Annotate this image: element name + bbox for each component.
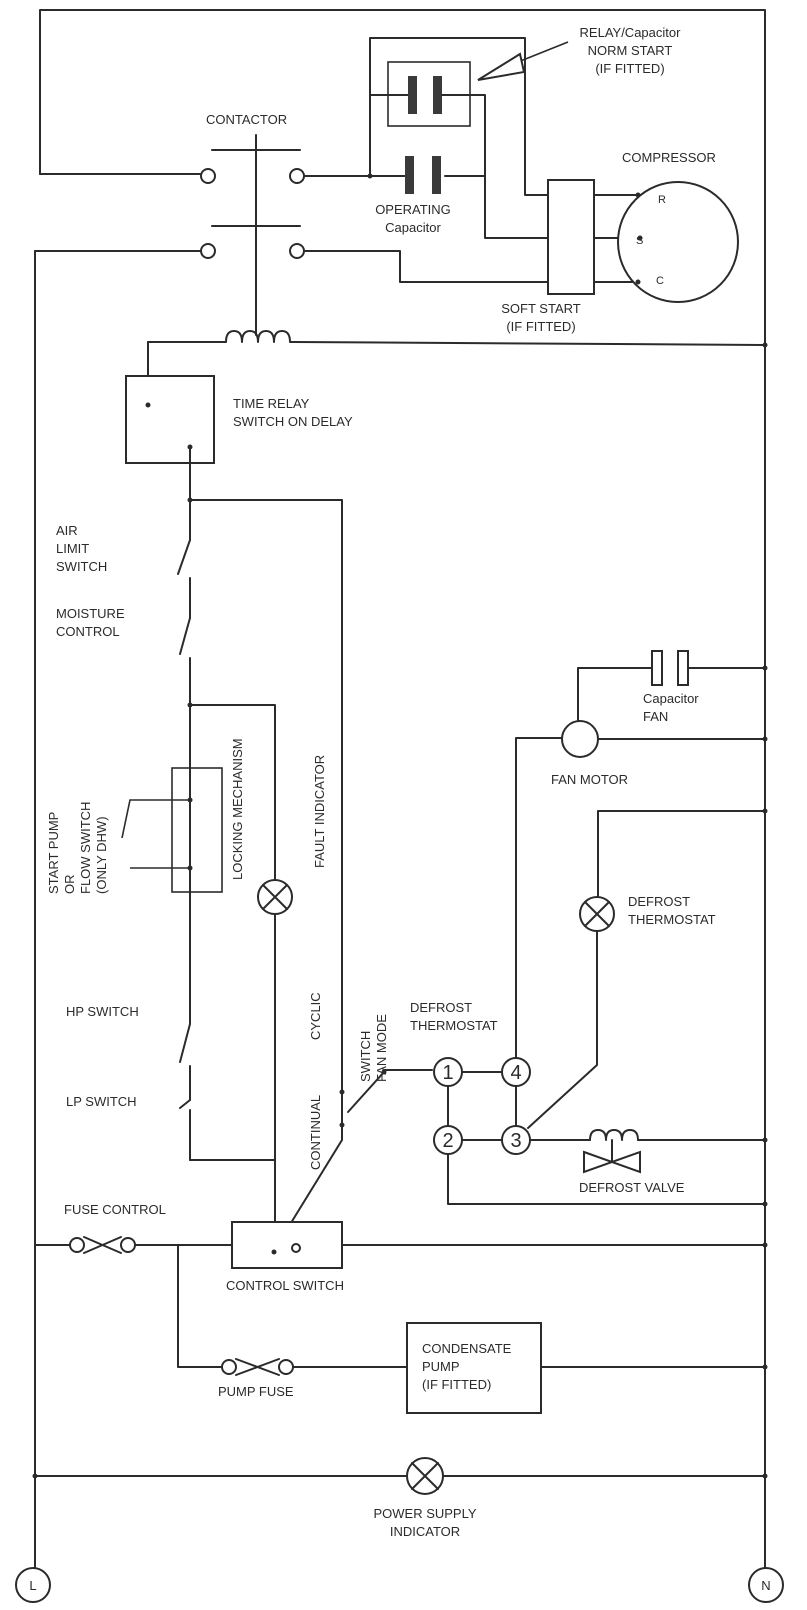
defrost-thermostat-lamp-label-2: THERMOSTAT bbox=[628, 912, 716, 927]
contactor bbox=[200, 134, 305, 336]
cyclic-label: CYCLIC bbox=[308, 992, 323, 1040]
start-pump-label-3: FLOW SWITCH bbox=[78, 802, 93, 894]
compressor-terminal-s: S bbox=[636, 235, 643, 247]
fuse-control-label: FUSE CONTROL bbox=[64, 1202, 166, 1217]
compressor-terminal-c: C bbox=[656, 275, 664, 287]
switch-fan-mode-label-1: SWITCH bbox=[358, 1031, 373, 1082]
time-relay bbox=[125, 375, 215, 464]
condensate-pump-label-1: CONDENSATE bbox=[422, 1341, 512, 1356]
air-limit-switch-label-1: AIR bbox=[56, 523, 78, 538]
compressor-circuit: CONTACTOR RELAY/Capacitor NORM START (IF… bbox=[34, 9, 766, 1569]
fan-motor-label: FAN MOTOR bbox=[551, 772, 628, 787]
fan-defrost-circuit: DEFROST THERMOSTAT 1 4 2 3 Ca bbox=[410, 650, 766, 1205]
svg-text:L: L bbox=[29, 1578, 36, 1593]
supply-circuit: FUSE CONTROL CONTROL SWITCH PUMP FUSE CO… bbox=[15, 173, 784, 1603]
moisture-control-switch bbox=[179, 617, 191, 706]
moisture-control-label-1: MOISTURE bbox=[56, 606, 125, 621]
air-limit-switch-label-3: SWITCH bbox=[56, 559, 107, 574]
defrost-valve-label: DEFROST VALVE bbox=[579, 1180, 685, 1195]
thermostat-terminal-4: 4 bbox=[501, 1057, 531, 1087]
thermostat-terminal-3: 3 bbox=[501, 1125, 531, 1155]
live-terminal: L bbox=[15, 1567, 51, 1603]
lp-switch bbox=[179, 1099, 191, 1161]
start-pump-label-2: OR bbox=[62, 875, 77, 895]
control-ladder: TIME RELAY SWITCH ON DELAY AIR LIMIT SWI… bbox=[46, 341, 433, 1251]
continual-label: CONTINUAL bbox=[308, 1095, 323, 1170]
relay-capacitor-label-2: NORM START bbox=[588, 43, 673, 58]
svg-text:1: 1 bbox=[442, 1062, 453, 1084]
thermostat-terminal-1: 1 bbox=[433, 1057, 463, 1087]
relay-pointer-arrow bbox=[477, 41, 569, 81]
compressor-terminal-r: R bbox=[658, 194, 666, 206]
fuse-control bbox=[69, 1236, 136, 1254]
soft-start bbox=[547, 179, 595, 295]
neutral-terminal: N bbox=[748, 1567, 784, 1603]
contactor-label: CONTACTOR bbox=[206, 112, 287, 127]
hp-switch bbox=[179, 1023, 191, 1101]
svg-text:N: N bbox=[761, 1578, 770, 1593]
power-supply-indicator-lamp bbox=[406, 1457, 444, 1495]
operating-capacitor-label-1: OPERATING bbox=[375, 202, 451, 217]
condensate-pump-label-2: PUMP bbox=[422, 1359, 460, 1374]
defrost-thermostat-lamp bbox=[579, 896, 615, 932]
svg-text:3: 3 bbox=[510, 1130, 521, 1152]
soft-start-label-2: (IF FITTED) bbox=[506, 319, 575, 334]
compressor: R S C bbox=[617, 181, 739, 303]
start-pump-label-4: (ONLY DHW) bbox=[94, 816, 109, 894]
pump-fuse-label: PUMP FUSE bbox=[218, 1384, 294, 1399]
time-relay-label-2: SWITCH ON DELAY bbox=[233, 414, 353, 429]
thermostat-terminal-2: 2 bbox=[433, 1125, 463, 1155]
start-pump-label-1: START PUMP bbox=[46, 812, 61, 894]
svg-text:2: 2 bbox=[442, 1130, 453, 1152]
fan-capacitor-label-1: Capacitor bbox=[643, 691, 699, 706]
operating-capacitor-label-2: Capacitor bbox=[385, 220, 441, 235]
air-limit-switch bbox=[177, 539, 191, 619]
lp-switch-label: LP SWITCH bbox=[66, 1094, 137, 1109]
switch-fan-mode-label-2: FAN MODE bbox=[374, 1014, 389, 1082]
contactor-coil bbox=[209, 330, 295, 343]
defrost-thermostat-terminals-label-2: THERMOSTAT bbox=[410, 1018, 498, 1033]
control-switch-label: CONTROL SWITCH bbox=[226, 1278, 344, 1293]
condensate-pump bbox=[406, 1322, 542, 1414]
fan-capacitor bbox=[651, 650, 689, 686]
locking-mechanism bbox=[171, 767, 223, 893]
fault-indicator-lamp bbox=[257, 879, 293, 915]
power-supply-indicator-label-1: POWER SUPPLY bbox=[373, 1506, 476, 1521]
fan-capacitor-label-2: FAN bbox=[643, 709, 668, 724]
power-supply-indicator-label-2: INDICATOR bbox=[390, 1524, 460, 1539]
air-limit-switch-label-2: LIMIT bbox=[56, 541, 89, 556]
operating-capacitor bbox=[405, 156, 441, 194]
relay-capacitor-label-1: RELAY/Capacitor bbox=[580, 25, 682, 40]
time-relay-label-1: TIME RELAY bbox=[233, 396, 310, 411]
start-pump-switch bbox=[121, 799, 190, 869]
pump-fuse bbox=[221, 1358, 294, 1376]
fault-indicator-label: FAULT INDICATOR bbox=[312, 755, 327, 868]
svg-text:4: 4 bbox=[510, 1062, 521, 1084]
control-switch bbox=[231, 1221, 343, 1269]
moisture-control-label-2: CONTROL bbox=[56, 624, 120, 639]
defrost-thermostat-lamp-label-1: DEFROST bbox=[628, 894, 690, 909]
defrost-thermostat-terminals-label-1: DEFROST bbox=[410, 1000, 472, 1015]
locking-mechanism-label: LOCKING MECHANISM bbox=[230, 738, 245, 880]
condensate-pump-label-3: (IF FITTED) bbox=[422, 1377, 491, 1392]
compressor-label: COMPRESSOR bbox=[622, 150, 716, 165]
fan-motor bbox=[561, 720, 599, 758]
relay-capacitor bbox=[387, 61, 471, 127]
soft-start-label-1: SOFT START bbox=[501, 301, 581, 316]
hp-switch-label: HP SWITCH bbox=[66, 1004, 139, 1019]
defrost-valve bbox=[583, 1129, 641, 1174]
relay-capacitor-label-3: (IF FITTED) bbox=[595, 61, 664, 76]
